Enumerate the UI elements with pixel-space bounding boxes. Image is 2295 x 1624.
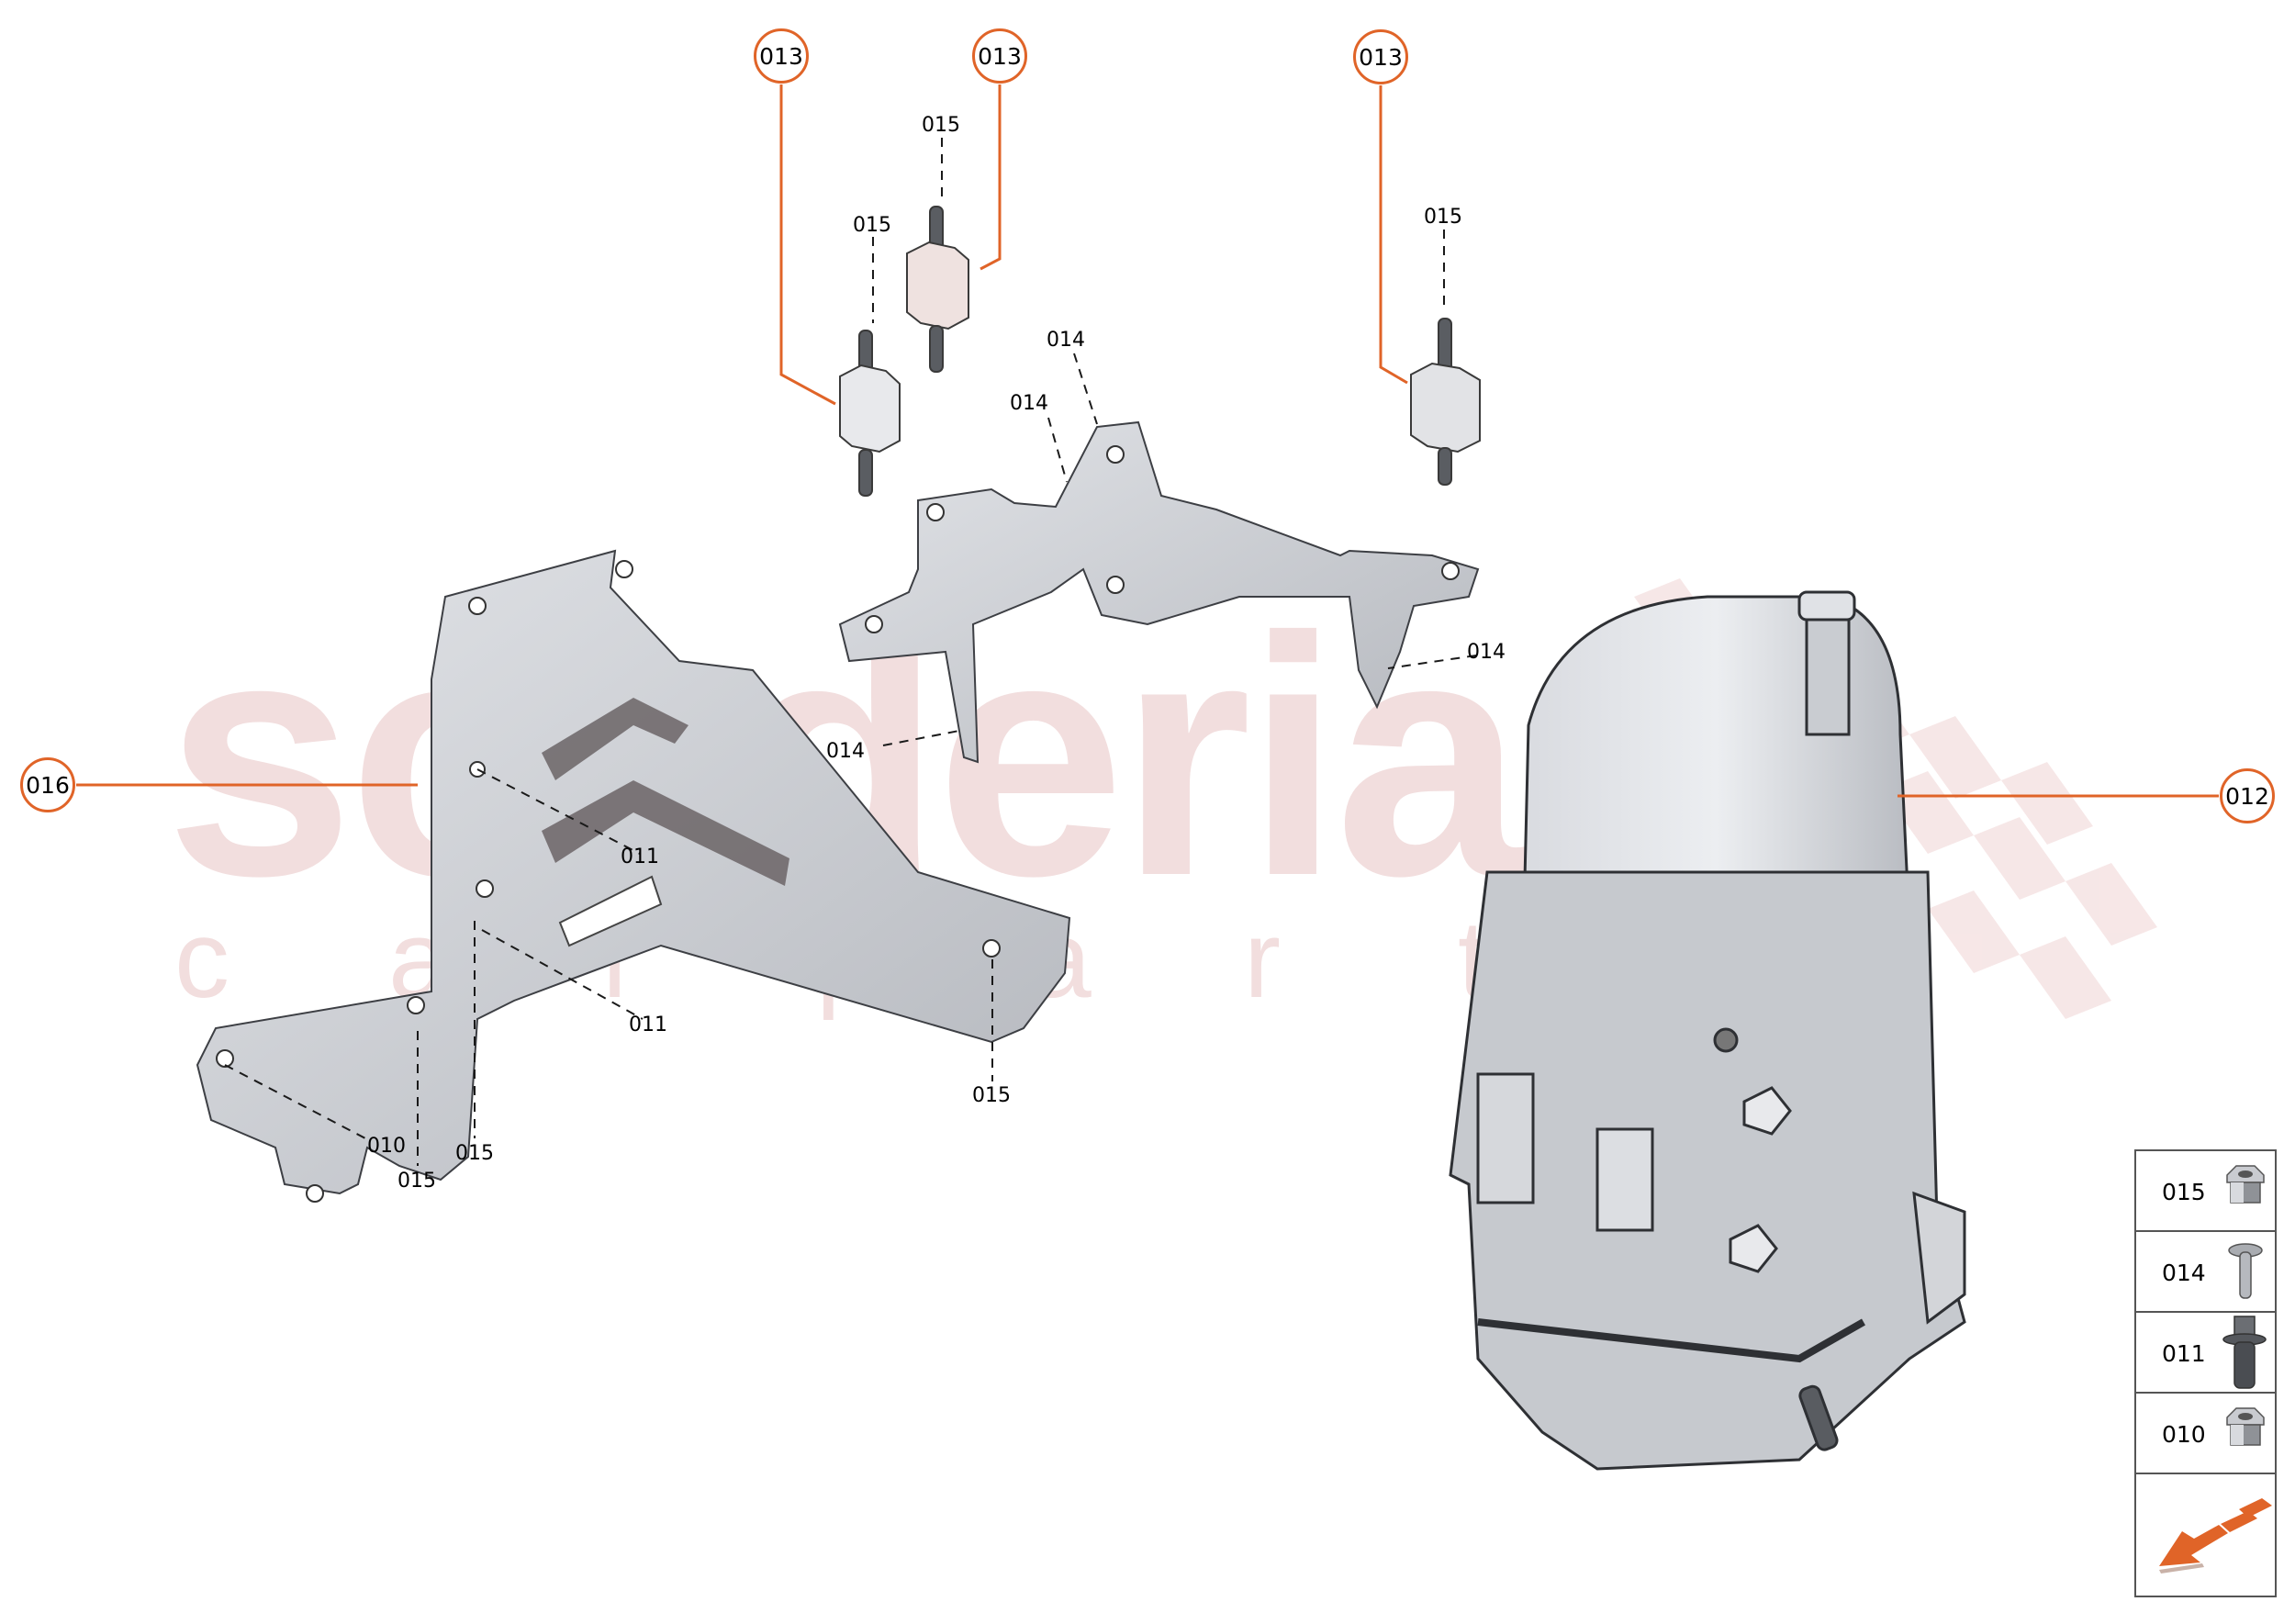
callout-013-standoff-a[interactable]: 013: [754, 28, 809, 84]
part-label-015[interactable]: 015: [972, 1084, 1011, 1107]
hex-bolt-icon: [2222, 1316, 2267, 1389]
legend-code: 014: [2162, 1260, 2206, 1286]
flange-nut-icon: [2226, 1407, 2265, 1446]
legend-row-015[interactable]: 015: [2136, 1151, 2275, 1232]
part-label-014[interactable]: 014: [1047, 329, 1085, 352]
callout-016-bracket[interactable]: 016: [20, 757, 75, 812]
watermark-letter: c: [174, 898, 230, 1021]
part-label-014[interactable]: 014: [1467, 641, 1506, 664]
front-direction-arrow-icon: [2159, 1498, 2272, 1574]
callout-012-pump[interactable]: 012: [2220, 768, 2275, 823]
fastener-leaders: [224, 138, 1477, 1166]
standoff-013-a: [839, 330, 901, 497]
fastener-legend: 015 014 011 010: [2134, 1149, 2277, 1597]
standoff-013-c: [1410, 318, 1481, 486]
part-label-015[interactable]: 015: [853, 214, 891, 237]
part-label-015[interactable]: 015: [1424, 206, 1462, 229]
main-bracket-016: [196, 549, 1071, 1195]
part-label-015[interactable]: 015: [922, 114, 960, 137]
legend-code: 010: [2162, 1421, 2206, 1448]
part-label-015[interactable]: 015: [455, 1142, 494, 1165]
callout-leaders: [76, 84, 2219, 798]
torx-screw-icon: [2228, 1243, 2263, 1299]
watermark-letter: r: [1244, 898, 1281, 1021]
part-label-010[interactable]: 010: [367, 1135, 406, 1158]
legend-code: 011: [2162, 1340, 2206, 1367]
part-label-014[interactable]: 014: [826, 740, 865, 763]
part-label-015[interactable]: 015: [397, 1170, 436, 1193]
legend-row-011[interactable]: 011: [2136, 1313, 2275, 1394]
standoff-013-b: [906, 206, 969, 373]
legend-code: 015: [2162, 1179, 2206, 1205]
electro-hydraulic-pump-012: [1449, 590, 1966, 1471]
legend-row-014[interactable]: 014: [2136, 1232, 2275, 1313]
callout-013-standoff-b[interactable]: 013: [972, 28, 1027, 84]
part-label-011[interactable]: 011: [621, 846, 659, 868]
part-label-014[interactable]: 014: [1010, 392, 1048, 415]
flange-nut-icon: [2226, 1165, 2265, 1204]
callout-013-standoff-c[interactable]: 013: [1353, 29, 1408, 84]
legend-row-010[interactable]: 010: [2136, 1394, 2275, 1474]
part-label-011[interactable]: 011: [629, 1014, 667, 1036]
upper-bracket: [838, 420, 1480, 764]
